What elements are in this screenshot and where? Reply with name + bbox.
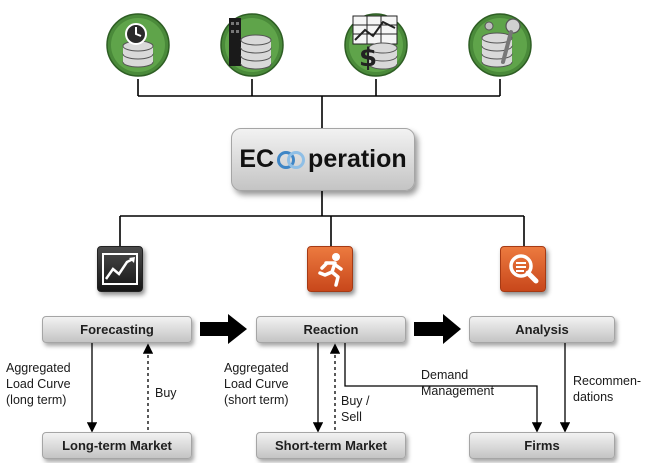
target-label: Long-term Market bbox=[62, 438, 172, 453]
arrow-demand-management bbox=[344, 343, 543, 433]
target-label: Short-term Market bbox=[275, 438, 387, 453]
label-aggregated-long: Aggregated Load Curve (long term) bbox=[6, 361, 71, 407]
clock-database-icon bbox=[106, 13, 170, 77]
stage-analysis: Analysis bbox=[469, 316, 615, 343]
magnifier-icon bbox=[509, 254, 539, 284]
target-label: Firms bbox=[524, 438, 560, 453]
stage-label: Forecasting bbox=[80, 322, 154, 337]
linked-rings-icon bbox=[277, 150, 306, 169]
stage-forecasting: Forecasting bbox=[42, 316, 192, 343]
label-demand-management: Demand Management bbox=[421, 368, 494, 398]
ecooperation-box: EC peration bbox=[231, 128, 415, 191]
label-buy-sell: Buy / Sell bbox=[341, 394, 370, 424]
stage-reaction: Reaction bbox=[256, 316, 406, 343]
rising-chart-icon bbox=[102, 253, 138, 285]
rising-chart-tile bbox=[97, 246, 143, 292]
running-person-tile bbox=[307, 246, 353, 292]
brand-suffix: peration bbox=[308, 145, 407, 173]
target-long-term-market: Long-term Market bbox=[42, 432, 192, 459]
svg-text:$: $ bbox=[359, 43, 377, 73]
brand-prefix: EC bbox=[239, 145, 275, 173]
arrow-forecasting-to-reaction bbox=[200, 314, 247, 344]
stage-label: Analysis bbox=[515, 322, 569, 337]
target-firms: Firms bbox=[469, 432, 615, 459]
dollar-chart-database-icon: $ bbox=[344, 13, 408, 77]
wrench-database-icon bbox=[468, 13, 532, 77]
arrow-reaction-to-analysis bbox=[414, 314, 461, 344]
label-buy: Buy bbox=[155, 386, 177, 400]
label-aggregated-short: Aggregated Load Curve (short term) bbox=[224, 361, 289, 407]
top-bus-lines bbox=[137, 79, 501, 128]
running-person-icon bbox=[318, 253, 343, 287]
magnifier-tile bbox=[500, 246, 546, 292]
building-database-icon bbox=[220, 13, 284, 77]
ecooperation-logo: EC peration bbox=[239, 145, 406, 174]
stage-label: Reaction bbox=[303, 322, 359, 337]
target-short-term-market: Short-term Market bbox=[256, 432, 406, 459]
label-recommendations: Recommen- dations bbox=[573, 374, 642, 404]
stage-bus-lines bbox=[119, 191, 525, 246]
